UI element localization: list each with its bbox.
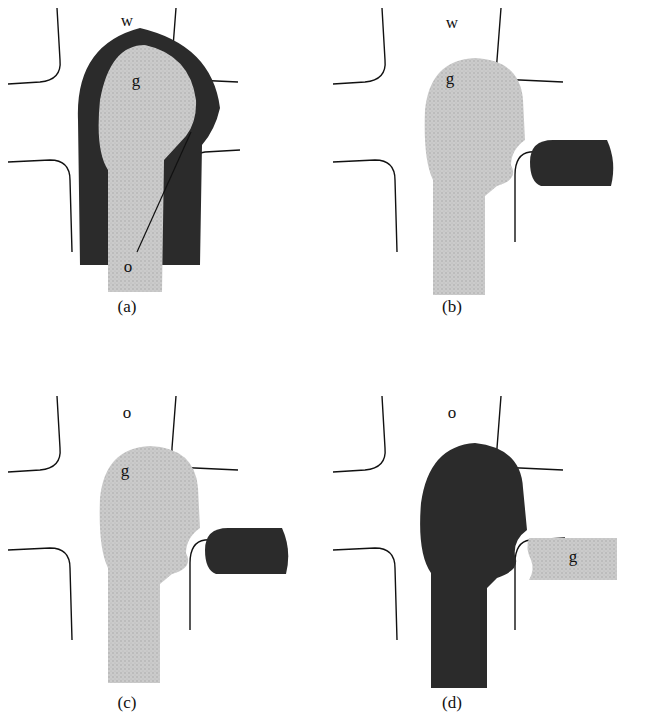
panel-caption: (c) [118, 694, 137, 711]
phase-label: o [123, 404, 132, 421]
panel-caption: (b) [442, 298, 462, 315]
leader-line [137, 132, 191, 252]
panel-c [8, 396, 288, 683]
phase-label: w [121, 12, 133, 29]
gas-phase [99, 45, 196, 292]
phase-label: w [446, 14, 458, 31]
phase-label: g [446, 70, 455, 87]
gas-phase [100, 446, 200, 683]
phase-label: g [121, 462, 130, 479]
gas-blob [527, 538, 617, 580]
panel-caption: (d) [442, 694, 462, 711]
phase-label: g [569, 548, 578, 565]
gas-phase [425, 58, 525, 295]
panel-b [333, 8, 613, 295]
oil-blob [530, 140, 613, 186]
panel-caption: (a) [118, 298, 137, 315]
phase-label: g [132, 72, 141, 89]
oil-phase [420, 443, 527, 688]
oil-blob [205, 528, 288, 574]
phase-label: o [124, 258, 133, 275]
phase-label: o [448, 404, 457, 421]
panel-d [333, 396, 617, 688]
panel-a [8, 8, 240, 292]
